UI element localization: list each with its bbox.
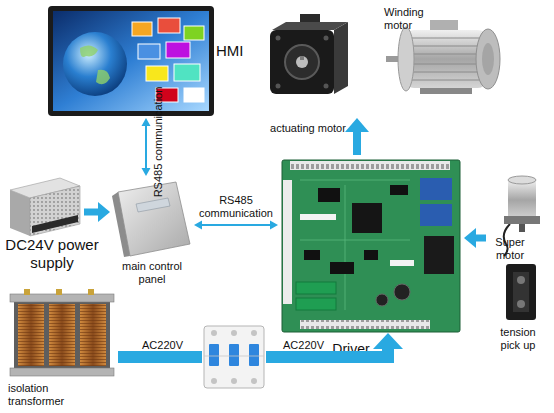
connector-line bbox=[118, 351, 202, 363]
connector-arrow bbox=[345, 118, 369, 155]
driver-board bbox=[282, 160, 460, 332]
connector-line bbox=[145, 125, 147, 169]
component-node: HMI bbox=[48, 4, 248, 118]
connector-arrow bbox=[118, 333, 403, 357]
arrow-head bbox=[464, 228, 476, 248]
component-node: actuating motor bbox=[262, 4, 362, 118]
arrow-head bbox=[345, 118, 369, 132]
arrow-head bbox=[194, 221, 202, 230]
component-node: Super motor bbox=[486, 170, 550, 262]
hmi-monitor bbox=[48, 6, 214, 116]
edge-label: RS485 communication bbox=[152, 77, 166, 207]
component-label: isolation transformer bbox=[8, 382, 88, 408]
arrow-head bbox=[142, 168, 151, 176]
edge-label: RS485 communication bbox=[194, 194, 278, 220]
power-supply bbox=[10, 178, 80, 236]
connector-line bbox=[201, 224, 271, 226]
component-label: main control panel bbox=[112, 260, 192, 286]
component-node: Winding motor bbox=[380, 4, 510, 104]
component-label: Super motor bbox=[486, 236, 534, 262]
arrow-head bbox=[373, 333, 403, 349]
connector-arrow bbox=[84, 202, 110, 222]
connector-arrow bbox=[142, 118, 151, 176]
connector-arrow bbox=[464, 228, 486, 248]
servo-motor bbox=[270, 14, 348, 94]
component-node: DC24V power supply bbox=[2, 172, 84, 272]
component-node: tension pick up bbox=[490, 262, 550, 352]
component-node: Driver bbox=[278, 155, 464, 333]
connector-line bbox=[353, 130, 361, 155]
arrow-head bbox=[142, 118, 151, 126]
component-label: DC24V power supply bbox=[2, 236, 102, 272]
component-node: isolation transformer bbox=[6, 288, 118, 410]
tension-sensor bbox=[506, 264, 536, 320]
component-label: tension pick up bbox=[490, 326, 546, 352]
arrow-head bbox=[98, 202, 110, 222]
component-label: actuating motor bbox=[270, 122, 346, 135]
transformer bbox=[10, 289, 114, 376]
component-label: Winding motor bbox=[384, 6, 434, 32]
annotation-label: AC220V bbox=[283, 339, 324, 352]
control-panel-box bbox=[112, 182, 190, 257]
edge-label: AC220V bbox=[142, 339, 202, 352]
component-label: HMI bbox=[216, 42, 250, 60]
arrow-head bbox=[270, 221, 278, 230]
connector-line bbox=[84, 209, 100, 216]
circuit-breaker bbox=[204, 326, 264, 388]
connector-arrow bbox=[194, 221, 278, 230]
